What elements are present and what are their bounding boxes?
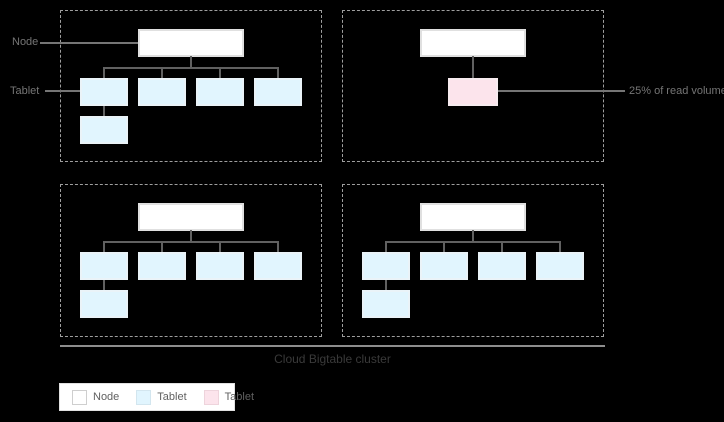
read-volume-callout-label: 25% of read volume: [629, 85, 724, 97]
connector-stub: [277, 67, 279, 78]
hot-tablet-swatch-icon: [203, 389, 219, 405]
connector-stub: [103, 67, 105, 78]
legend-label: Tablet: [157, 391, 187, 403]
cluster-bracket-line: [60, 345, 605, 347]
legend: Node Tablet Tablet: [59, 383, 254, 411]
hot-tablet-rect: [448, 78, 498, 106]
tablet-rect: [80, 252, 128, 280]
legend-label: Node: [93, 391, 120, 403]
tablet-swatch-icon: [136, 389, 152, 405]
tablet-rect: [536, 252, 584, 280]
node-callout-label: Node: [12, 36, 39, 48]
tablet-rect: [138, 78, 186, 106]
cluster-title: Cloud Bigtable cluster: [274, 352, 391, 366]
connector-stub: [103, 280, 105, 290]
tablet-rect: [420, 252, 468, 280]
read-volume-callout-line: [498, 90, 625, 92]
node-server-box-top-right: [342, 10, 604, 162]
tablet-rect: [80, 78, 128, 106]
node-rect: [420, 203, 526, 231]
tablet-rect: [80, 290, 128, 318]
node-server-box-bottom-left: [60, 184, 322, 337]
connector-node-drop: [190, 230, 192, 241]
connector-bus: [103, 67, 279, 69]
connector-stub: [103, 106, 105, 116]
node-rect: [138, 29, 244, 57]
legend-label: Tablet: [224, 391, 255, 403]
connector-stub: [277, 241, 279, 252]
connector-stub: [501, 241, 503, 252]
node-server-box-top-left: [60, 10, 322, 162]
connector-bus: [103, 241, 279, 243]
node-server-box-bottom-right: [342, 184, 604, 337]
connector-stub: [219, 241, 221, 252]
tablet-rect: [362, 252, 410, 280]
legend-item-tablet: Tablet: [136, 389, 187, 405]
tablet-rect: [254, 252, 302, 280]
connector-stub: [559, 241, 561, 252]
tablet-callout-label: Tablet: [10, 85, 40, 97]
node-callout-line: [40, 42, 138, 44]
tablet-rect: [80, 116, 128, 144]
connector-stub: [161, 67, 163, 78]
node-rect: [138, 203, 244, 231]
tablet-rect: [138, 252, 186, 280]
tablet-rect: [196, 78, 244, 106]
connector-stub: [443, 241, 445, 252]
tablet-rect: [362, 290, 410, 318]
connector-node-drop: [472, 56, 474, 78]
node-swatch-icon: [72, 389, 87, 405]
connector-stub: [385, 280, 387, 290]
tablet-rect: [478, 252, 526, 280]
tablet-rect: [254, 78, 302, 106]
connector-stub: [385, 241, 387, 252]
node-rect: [420, 29, 526, 57]
legend-item-hot-tablet: Tablet: [203, 389, 255, 405]
connector-stub: [219, 67, 221, 78]
connector-node-drop: [190, 56, 192, 67]
connector-bus: [385, 241, 561, 243]
legend-item-node: Node: [72, 389, 120, 405]
connector-stub: [161, 241, 163, 252]
connector-stub: [103, 241, 105, 252]
tablet-rect: [196, 252, 244, 280]
tablet-callout-line: [45, 90, 80, 92]
connector-node-drop: [472, 230, 474, 241]
